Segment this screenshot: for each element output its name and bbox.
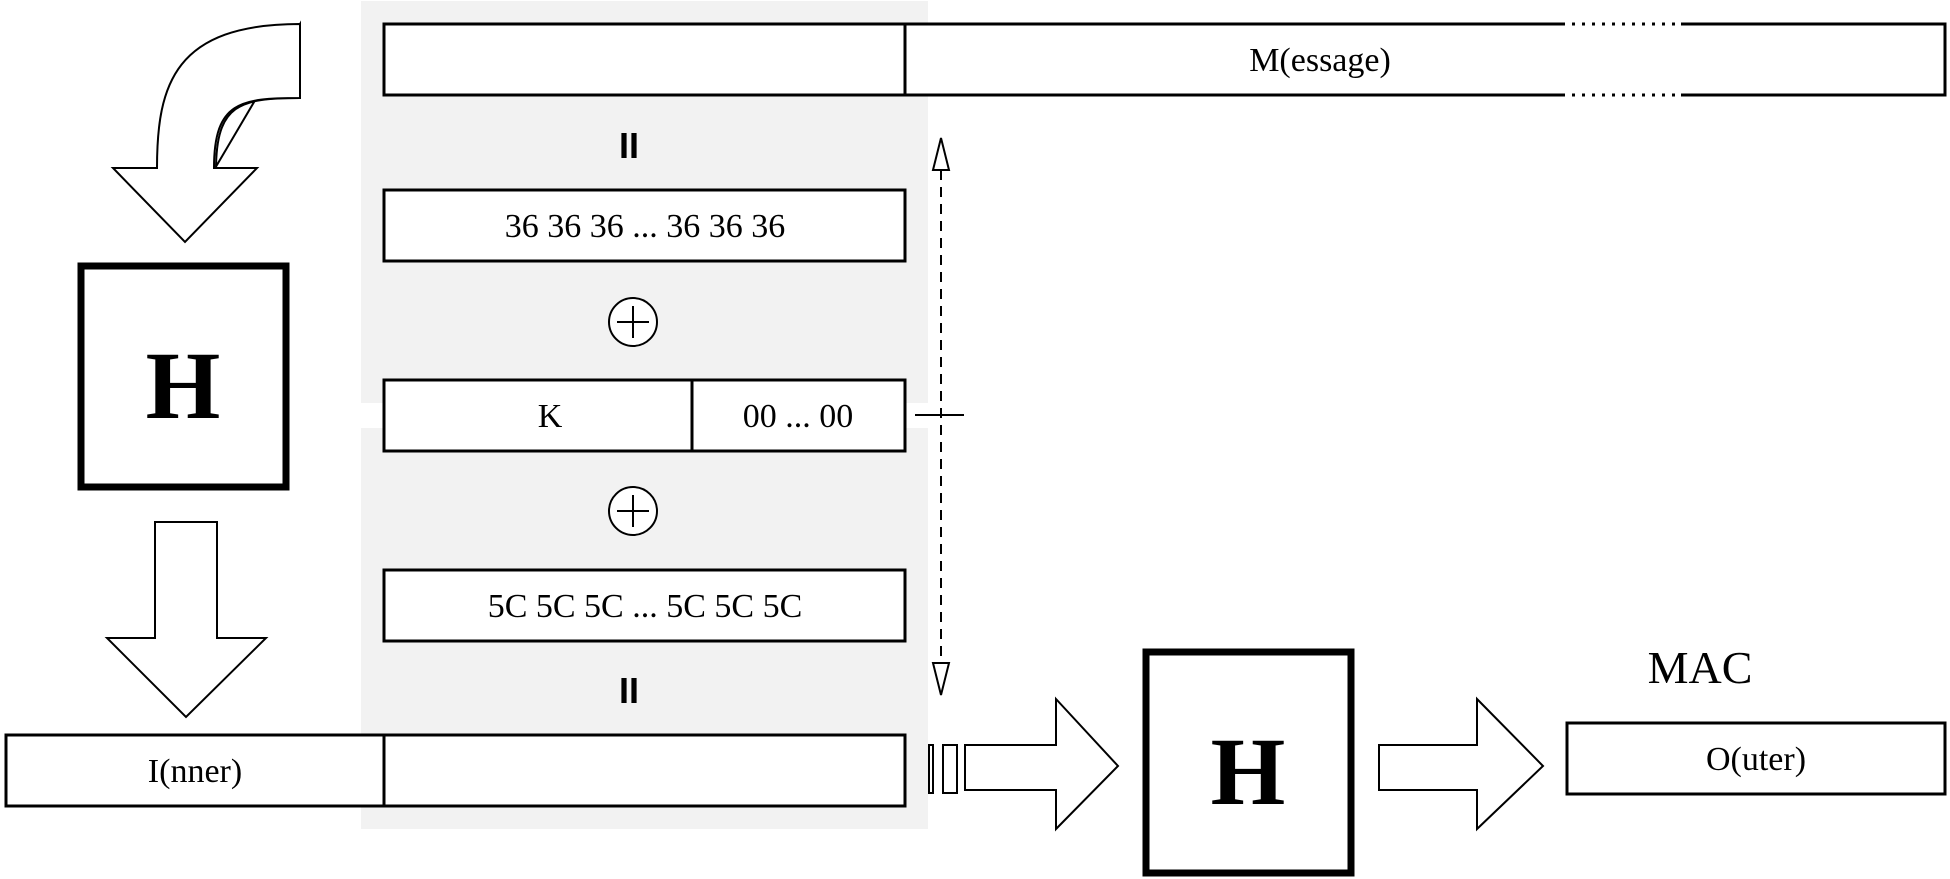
inner-label: I(nner) <box>148 753 242 790</box>
message-row: M(essage) <box>382 21 1947 98</box>
double-headed-dashed-arrow-icon <box>931 137 951 696</box>
message-left-box <box>382 22 907 97</box>
inner-right-box <box>382 733 907 808</box>
key-box <box>382 378 694 453</box>
xor-icon <box>608 297 658 347</box>
outer-hash-box <box>1142 648 1355 877</box>
inner-hash-box <box>77 262 290 491</box>
message-box <box>903 22 1947 97</box>
outer-label: O(uter) <box>1706 741 1806 778</box>
message-label: M(essage) <box>1249 42 1391 79</box>
inner-hash-label: H <box>146 332 221 439</box>
key-padding-box <box>690 378 907 453</box>
inner-box <box>4 733 386 808</box>
outer-box <box>1565 721 1947 796</box>
xor-icon <box>608 486 658 536</box>
concat-bottom-symbol: II <box>619 670 639 711</box>
opad-box <box>382 568 907 643</box>
concat-icon <box>928 744 958 794</box>
ipad-box <box>382 188 907 263</box>
opad-label: 5C 5C 5C ... 5C 5C 5C <box>488 588 803 625</box>
key-label: K <box>538 398 563 435</box>
concat-top-symbol: II <box>619 125 639 166</box>
key-padding-label: 00 ... 00 <box>743 398 854 435</box>
mac-label: MAC <box>1648 642 1753 693</box>
down-arrow-icon <box>104 521 269 719</box>
right-arrow-icon <box>964 696 1120 832</box>
right-arrow-icon <box>1378 696 1545 832</box>
outer-hash-label: H <box>1211 718 1286 825</box>
ipad-label: 36 36 36 ... 36 36 36 <box>505 208 786 245</box>
curved-down-arrow-icon <box>110 22 301 244</box>
